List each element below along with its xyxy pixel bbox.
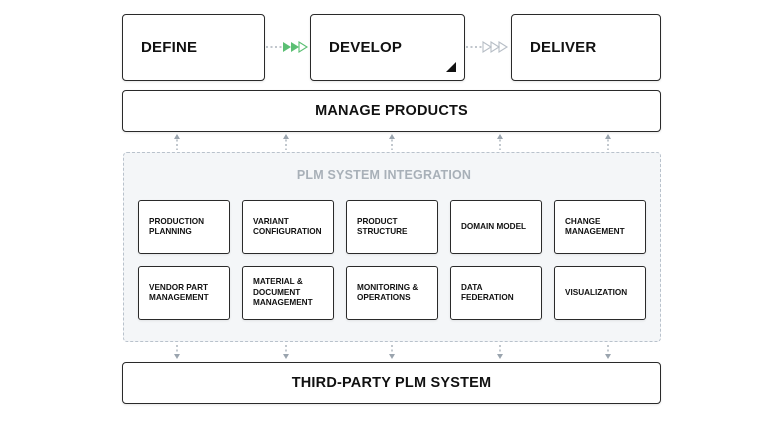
module-variant-configuration[interactable]: VARIANT CONFIGURATION (242, 200, 334, 254)
chevron-arrows-develop-deliver (482, 41, 509, 53)
corner-triangle-icon (446, 62, 456, 72)
module-label: MONITORING & OPERATIONS (357, 282, 419, 303)
module-label: PRODUCTION PLANNING (149, 216, 205, 237)
arrow-up-icon (605, 134, 611, 139)
arrow-down-icon (174, 354, 180, 359)
arrow-down-icon (497, 354, 503, 359)
module-label: VISUALIZATION (565, 287, 628, 297)
module-visualization[interactable]: VISUALIZATION (554, 266, 646, 320)
module-label: DOMAIN MODEL (461, 221, 527, 231)
module-material-document-management[interactable]: MATERIAL & DOCUMENT MANAGEMENT (242, 266, 334, 320)
module-label: PRODUCT STRUCTURE (357, 216, 408, 237)
chevron-arrows-define-develop (283, 41, 309, 53)
arrow-down-icon (283, 354, 289, 359)
phase-develop[interactable]: DEVELOP (310, 14, 465, 81)
module-data-federation[interactable]: DATA FEDERATION (450, 266, 542, 320)
module-production-planning[interactable]: PRODUCTION PLANNING (138, 200, 230, 254)
module-monitoring-operations[interactable]: MONITORING & OPERATIONS (346, 266, 438, 320)
module-change-management[interactable]: CHANGE MANAGEMENT (554, 200, 646, 254)
arrow-up-icon (497, 134, 503, 139)
manage-products-label: MANAGE PRODUCTS (315, 103, 468, 119)
manage-products-box[interactable]: MANAGE PRODUCTS (122, 90, 661, 132)
module-label: MATERIAL & DOCUMENT MANAGEMENT (253, 277, 313, 308)
arrow-up-icon (389, 134, 395, 139)
arrow-up-icon (283, 134, 289, 139)
module-label: VENDOR PART MANAGEMENT (149, 282, 209, 303)
phase-deliver[interactable]: DELIVER (511, 14, 661, 81)
module-label: VARIANT CONFIGURATION (253, 216, 322, 237)
phase-define-label: DEFINE (141, 39, 198, 56)
module-label: DATA FEDERATION (461, 282, 514, 303)
phase-define[interactable]: DEFINE (122, 14, 265, 81)
module-domain-model[interactable]: DOMAIN MODEL (450, 200, 542, 254)
phase-deliver-label: DELIVER (530, 39, 597, 56)
arrow-down-icon (605, 354, 611, 359)
integration-title: PLM SYSTEM INTEGRATION (296, 168, 472, 182)
phase-develop-label: DEVELOP (329, 39, 403, 56)
arrow-up-icon (174, 134, 180, 139)
module-vendor-part-management[interactable]: VENDOR PART MANAGEMENT (138, 266, 230, 320)
module-label: CHANGE MANAGEMENT (565, 216, 625, 237)
third-party-plm-system-box[interactable]: THIRD-PARTY PLM SYSTEM (122, 362, 661, 404)
arrow-down-icon (389, 354, 395, 359)
module-product-structure[interactable]: PRODUCT STRUCTURE (346, 200, 438, 254)
third-party-plm-label: THIRD-PARTY PLM SYSTEM (291, 375, 492, 391)
